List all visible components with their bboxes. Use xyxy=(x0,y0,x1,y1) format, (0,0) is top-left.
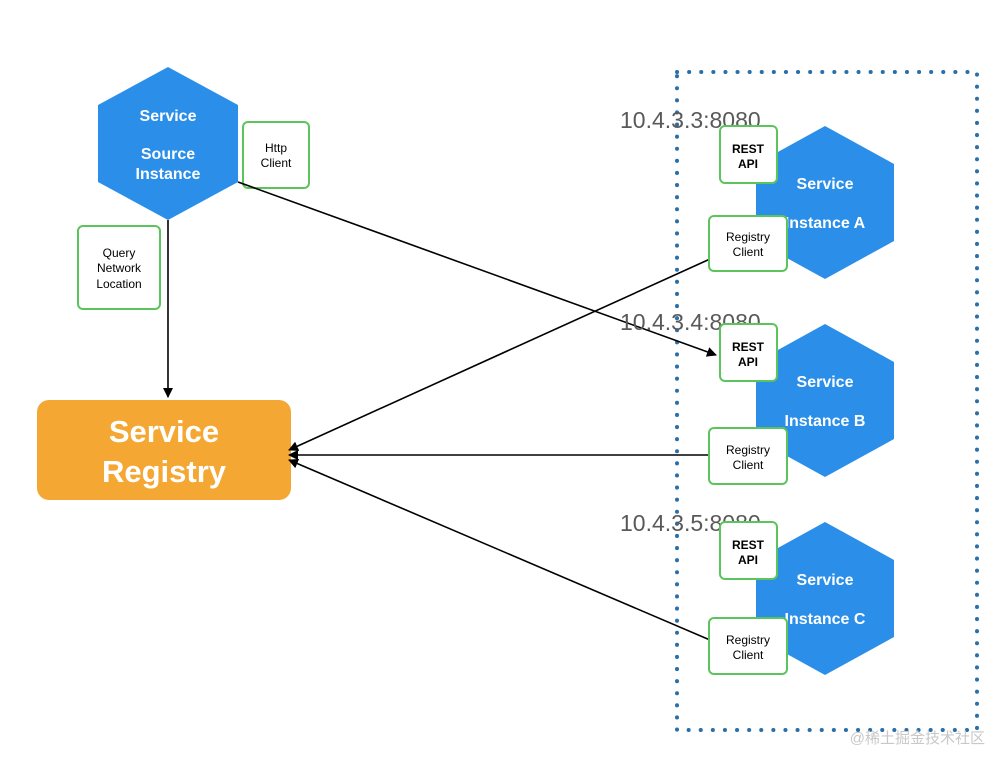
instance-a-rest-line2: API xyxy=(738,157,758,171)
watermark-text: @稀土掘金技术社区 xyxy=(850,730,985,747)
instance-b-registry-client-box xyxy=(708,427,788,485)
instance-c-rest-api-box xyxy=(719,521,778,580)
instance-a-line2: Instance A xyxy=(785,215,866,232)
instance-b-rest-line1: REST xyxy=(732,340,765,354)
instance-c-client-line1: Registry xyxy=(726,633,770,647)
instance-group-border xyxy=(675,70,979,732)
query-box-line2: Network xyxy=(97,261,142,275)
http-client-line2: Client xyxy=(261,156,292,170)
http-client-line1: Http xyxy=(265,141,287,155)
source-service-line3: Instance xyxy=(136,166,201,183)
service-registry-line2: Registry xyxy=(102,454,227,489)
instance-c-line1: Service xyxy=(797,572,854,589)
service-instance-c: Service Instance C 10.4.3.5:8080 REST AP… xyxy=(620,510,894,675)
register-arrow-c xyxy=(288,458,711,641)
service-instance-a: Service Instance A 10.4.3.3:8080 REST AP… xyxy=(620,107,894,279)
instance-a-rest-line1: REST xyxy=(732,142,765,156)
source-service-line2: Source xyxy=(141,146,195,163)
query-box-line1: Query xyxy=(103,246,136,260)
instance-c-rest-line2: API xyxy=(738,553,758,567)
instance-c-line2: Instance C xyxy=(785,611,866,628)
instance-a-hexagon xyxy=(756,126,894,279)
register-arrow-a xyxy=(288,258,711,451)
source-service: Service Source Instance xyxy=(98,67,238,220)
instance-c-client-line2: Client xyxy=(733,648,764,662)
instance-a-client-line1: Registry xyxy=(726,230,770,244)
instance-c-hexagon xyxy=(756,522,894,675)
source-service-line1: Service xyxy=(140,108,197,125)
instance-a-registry-client-box xyxy=(708,215,788,272)
http-request-arrow xyxy=(237,181,717,357)
instance-a-client-line2: Client xyxy=(733,245,764,259)
instance-b-hexagon xyxy=(756,324,894,477)
http-client-box: Http Client xyxy=(242,121,310,189)
service-registry-box xyxy=(37,400,291,500)
instance-b-rest-api-box xyxy=(719,323,778,382)
instance-b-rest-line2: API xyxy=(738,355,758,369)
instance-a-rest-api-box xyxy=(719,125,778,184)
instance-b-line2: Instance B xyxy=(785,413,866,430)
instance-b-line1: Service xyxy=(797,374,854,391)
service-registry-line1: Service xyxy=(109,414,219,449)
instance-a-line1: Service xyxy=(797,176,854,193)
instance-c-registry-client-box xyxy=(708,617,788,675)
query-box-line3: Location xyxy=(96,277,141,291)
query-network-location-box: Query Network Location xyxy=(77,225,161,310)
service-instance-b: Service Instance B 10.4.3.4:8080 REST AP… xyxy=(620,309,894,485)
service-registry: Service Registry xyxy=(37,400,291,500)
instance-b-client-line2: Client xyxy=(733,458,764,472)
source-service-hexagon xyxy=(98,67,238,220)
instance-b-client-line1: Registry xyxy=(726,443,770,457)
instance-c-rest-line1: REST xyxy=(732,538,765,552)
